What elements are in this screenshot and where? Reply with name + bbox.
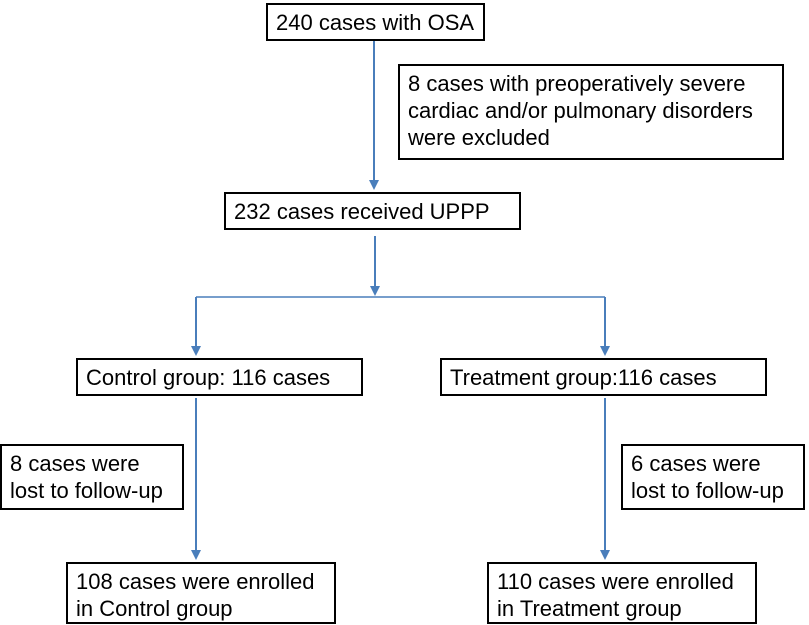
- total-cases-box: 240 cases with OSA: [266, 3, 485, 41]
- control-lost-line-1: 8 cases were: [10, 451, 140, 476]
- total-cases-text: 240 cases with OSA: [276, 10, 475, 35]
- excluded-text-line-2: cardiac and/or pulmonary disorders: [408, 98, 753, 123]
- uppp-cases-box: 232 cases received UPPP: [224, 192, 521, 230]
- excluded-cases-box: 8 cases with preoperatively severe cardi…: [398, 64, 784, 160]
- excluded-text-line-3: were excluded: [408, 125, 550, 150]
- treatment-group-text: Treatment group:116 cases: [450, 365, 717, 390]
- treatment-enrolled-line-1: 110 cases were enrolled: [497, 569, 734, 594]
- treatment-group-box: Treatment group:116 cases: [440, 358, 767, 396]
- control-lost-line-2: lost to follow-up: [10, 478, 163, 503]
- control-group-text: Control group: 116 cases: [86, 365, 331, 390]
- control-enrolled-line-2: in Control group: [76, 596, 233, 621]
- treatment-lost-box: 6 cases were lost to follow-up: [621, 444, 805, 510]
- control-enrolled-line-1: 108 cases were enrolled: [76, 569, 315, 594]
- control-lost-box: 8 cases were lost to follow-up: [0, 444, 184, 510]
- treatment-lost-line-1: 6 cases were: [631, 451, 761, 476]
- control-group-box: Control group: 116 cases: [76, 358, 363, 396]
- control-enrolled-box: 108 cases were enrolled in Control group: [66, 562, 336, 624]
- treatment-lost-line-2: lost to follow-up: [631, 478, 784, 503]
- excluded-text-line-1: 8 cases with preoperatively severe: [408, 71, 746, 96]
- treatment-enrolled-line-2: in Treatment group: [497, 596, 682, 621]
- uppp-cases-text: 232 cases received UPPP: [234, 199, 490, 224]
- treatment-enrolled-box: 110 cases were enrolled in Treatment gro…: [487, 562, 757, 624]
